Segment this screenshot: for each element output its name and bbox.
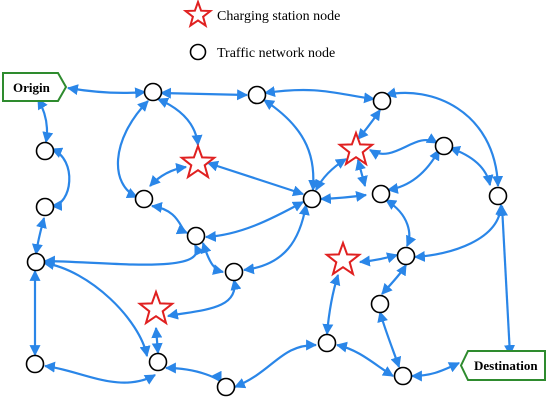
- edge: [319, 190, 368, 205]
- edge: [263, 99, 320, 192]
- edge: [200, 241, 225, 275]
- traffic-node: [35, 141, 55, 161]
- edge: [369, 133, 438, 160]
- edge: [357, 109, 381, 140]
- traffic-node: [216, 377, 236, 397]
- edge: [410, 362, 460, 382]
- edge: [322, 273, 341, 336]
- edge: [66, 84, 147, 99]
- traffic-node: [35, 197, 55, 217]
- traffic-node: [25, 354, 45, 374]
- edge: [355, 158, 368, 188]
- legend-traffic-label: Traffic network node: [217, 46, 335, 61]
- edge: [233, 339, 318, 389]
- edges: [29, 84, 515, 389]
- edge: [159, 87, 249, 101]
- edge: [204, 201, 304, 242]
- traffic-node: [396, 246, 416, 266]
- edge: [335, 341, 394, 377]
- charging-station-star-icon: [324, 240, 362, 277]
- edge: [151, 326, 163, 355]
- traffic-node: [148, 352, 168, 372]
- legend-star-icon: [182, 0, 214, 28]
- legend-charging-label: Charging station node: [217, 9, 340, 24]
- charging-station-star-icon: [137, 289, 175, 326]
- edge: [381, 264, 407, 295]
- destination-label: Destination: [474, 358, 538, 373]
- destination-box: [459, 350, 546, 381]
- traffic-node: [317, 333, 337, 353]
- edge: [43, 244, 205, 267]
- traffic-node: [434, 136, 454, 156]
- traffic-node: [247, 85, 267, 105]
- edge: [150, 201, 189, 235]
- edge: [149, 162, 188, 187]
- edge: [358, 252, 399, 267]
- edge: [377, 310, 402, 369]
- traffic-node: [143, 82, 163, 102]
- traffic-node: [371, 184, 391, 204]
- edge: [263, 86, 376, 104]
- legend: Charging station node Traffic network no…: [182, 0, 340, 61]
- traffic-node: [372, 91, 392, 111]
- edge: [42, 259, 151, 358]
- edge: [156, 97, 203, 147]
- traffic-node: [370, 294, 390, 314]
- edge: [315, 158, 347, 191]
- edge: [413, 203, 507, 262]
- edge: [31, 216, 47, 256]
- edge: [384, 87, 504, 188]
- edge: [242, 203, 310, 275]
- edge: [117, 100, 149, 199]
- origin-node: Origin: [2, 72, 68, 102]
- edge: [497, 204, 515, 357]
- edge: [386, 149, 440, 194]
- traffic-node: [488, 186, 508, 206]
- edge: [43, 361, 156, 385]
- edge: [206, 160, 305, 197]
- edge: [166, 278, 242, 320]
- traffic-node: [224, 262, 244, 282]
- traffic-node: [393, 366, 413, 386]
- origin-box: [2, 72, 68, 102]
- destination-node: Destination: [459, 350, 546, 381]
- edge: [448, 146, 494, 187]
- charging-station-star-icon: [179, 143, 217, 180]
- traffic-node: [302, 189, 322, 209]
- traffic-nodes: [25, 82, 508, 397]
- edge: [385, 199, 417, 248]
- edge: [37, 98, 54, 144]
- traffic-node: [186, 226, 206, 246]
- charging-stations: [137, 130, 375, 326]
- edge: [50, 147, 71, 211]
- edge: [164, 362, 222, 383]
- legend-circle-icon: [189, 43, 207, 61]
- origin-label: Origin: [13, 80, 51, 95]
- charging-station-star-icon: [337, 130, 375, 167]
- traffic-node: [134, 189, 154, 209]
- traffic-node: [26, 252, 46, 272]
